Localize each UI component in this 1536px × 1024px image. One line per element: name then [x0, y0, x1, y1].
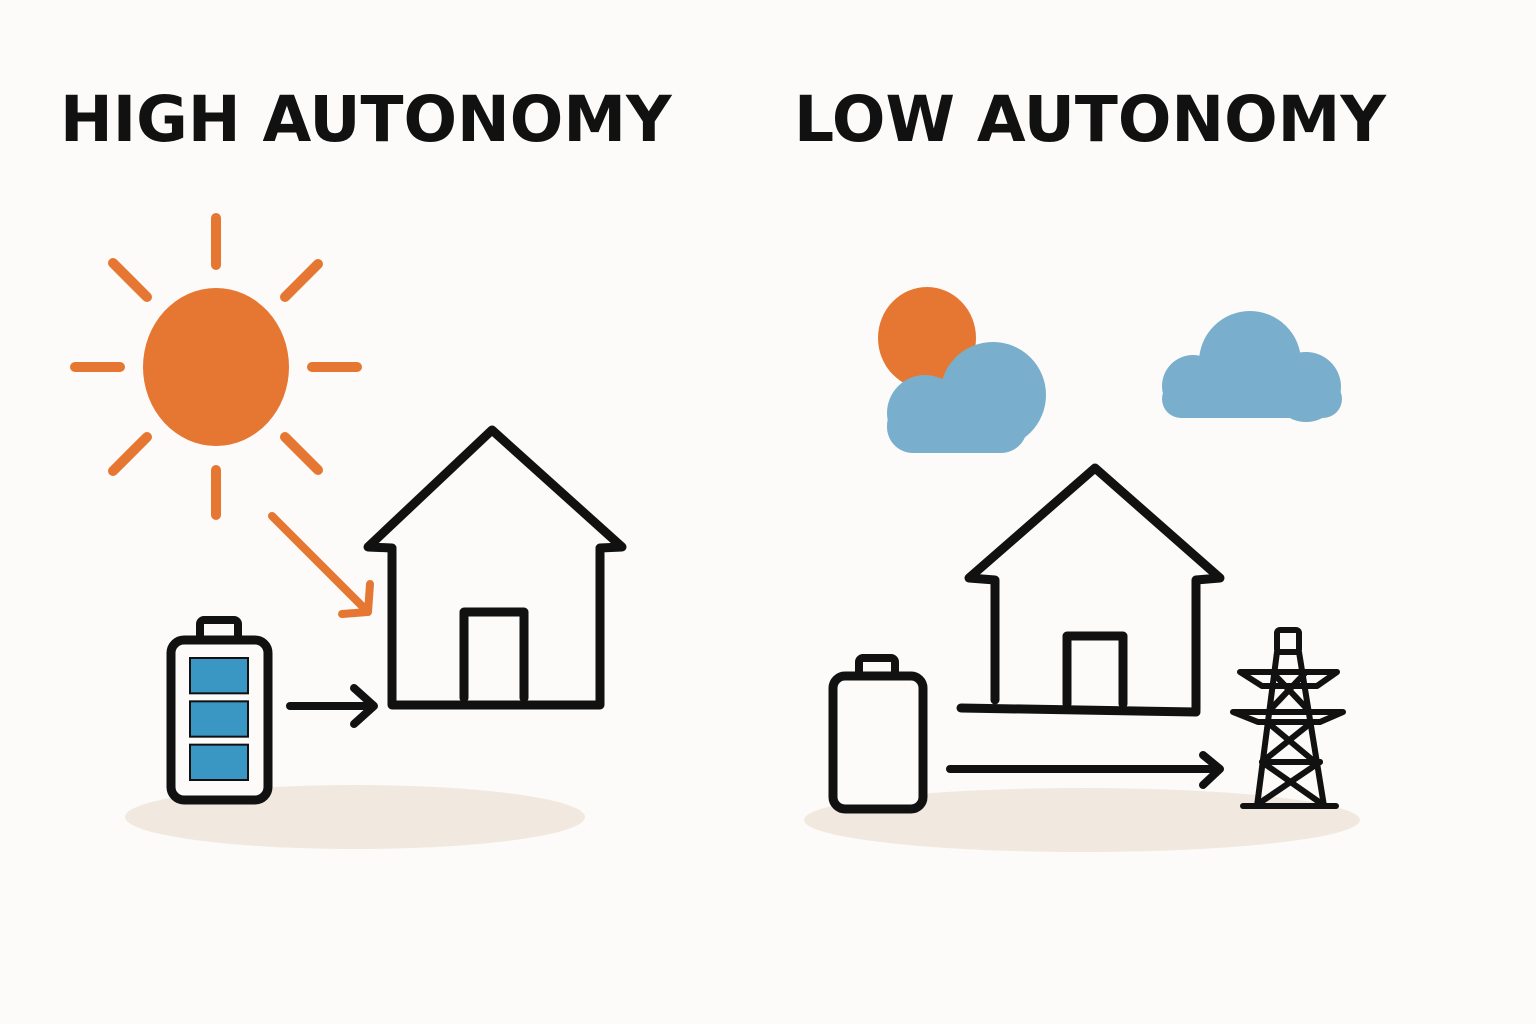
low-autonomy-title: LOW AUTONOMY: [794, 83, 1386, 156]
battery-icon: [828, 654, 928, 814]
sun-disc: [143, 288, 289, 446]
cloud-icon: [1162, 311, 1342, 422]
low-autonomy-panel: [804, 287, 1360, 852]
battery-to-grid-arrow-icon: [946, 751, 1224, 789]
battery-cell: [189, 700, 249, 738]
house-floor: [956, 703, 1201, 717]
sun-icon: [70, 213, 362, 520]
cloud-icon: [887, 342, 1046, 453]
ground-shadow: [804, 788, 1360, 852]
house-door: [1062, 631, 1128, 709]
power-pylon-icon: [1230, 627, 1346, 809]
high-autonomy-panel: [70, 213, 627, 849]
sun-rays: [70, 213, 362, 520]
battery-cell: [189, 657, 249, 695]
battery-cells: [189, 657, 249, 782]
battery-body: [828, 671, 928, 814]
house-icon: [363, 425, 627, 710]
battery-to-house-arrow-icon: [286, 684, 378, 728]
high-autonomy-title: HIGH AUTONOMY: [60, 83, 672, 156]
battery-icon: [166, 616, 273, 805]
battery-cell: [189, 743, 249, 782]
house-door: [459, 607, 529, 703]
sun-to-house-arrow-icon: [268, 512, 374, 618]
house-icon: [956, 463, 1225, 717]
